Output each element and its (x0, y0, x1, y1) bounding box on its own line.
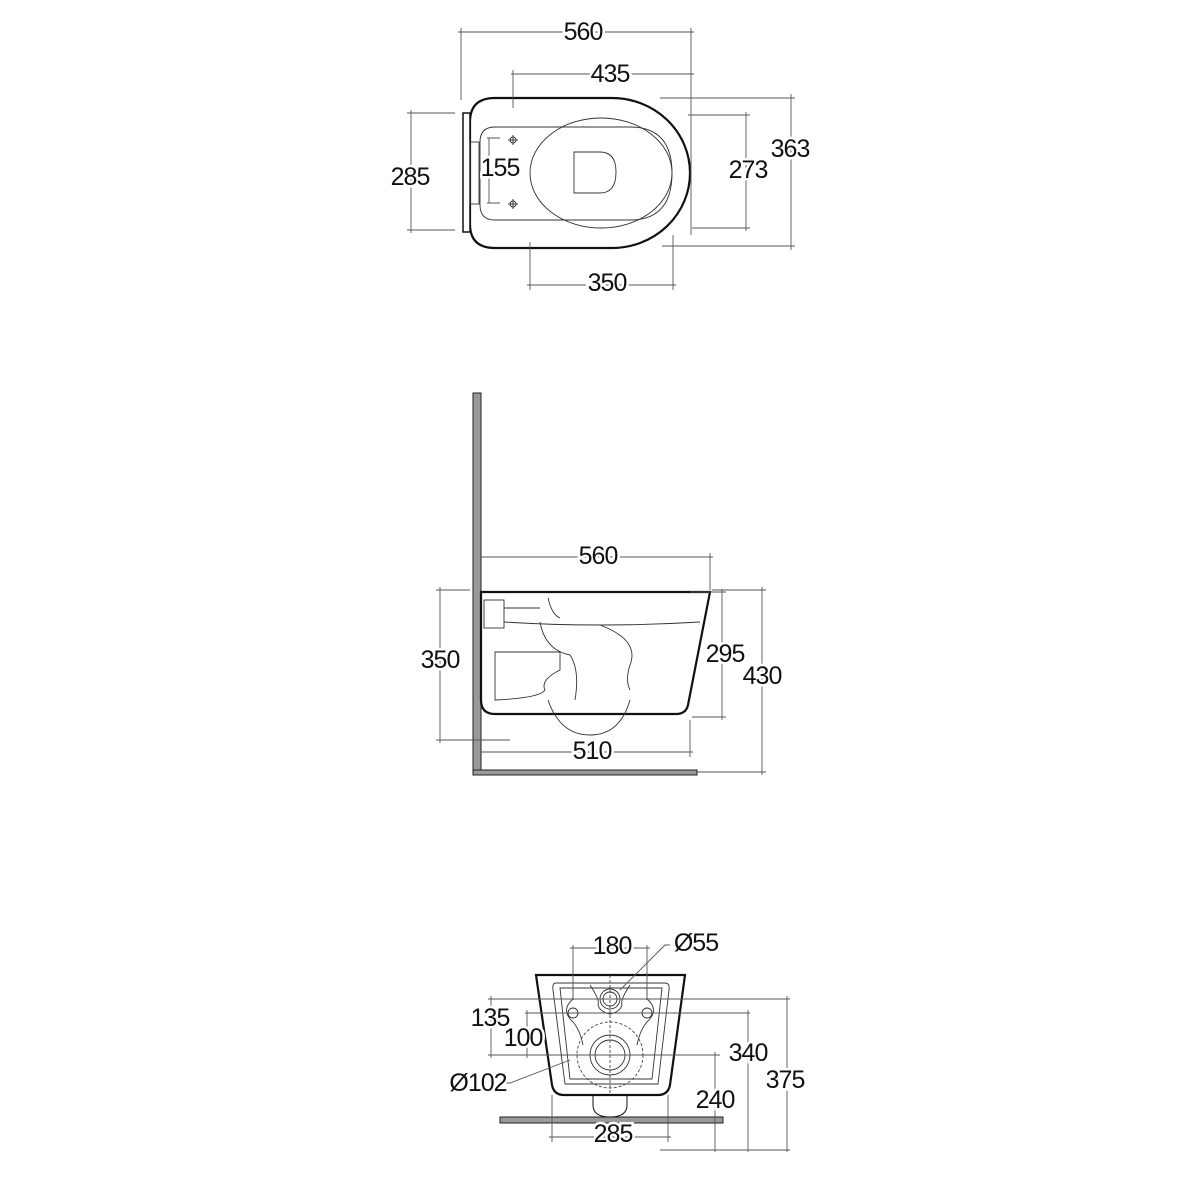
floor (472, 769, 698, 776)
fixing-hole-icon (508, 199, 518, 209)
dim-label: 285 (391, 163, 430, 191)
top-view: 560 435 285 155 273 363 350 (388, 16, 813, 300)
outlet-d-shape (573, 151, 617, 194)
dim-label: 240 (696, 1086, 735, 1114)
seat-oval (529, 117, 673, 229)
side-view: 560 350 295 430 510 (418, 392, 785, 776)
dim-label: 155 (481, 154, 520, 182)
hinge-plate (469, 141, 480, 205)
dimension-lines (436, 553, 766, 775)
dim-label: Ø102 (449, 1069, 506, 1097)
dim-label: 560 (564, 18, 603, 46)
hinge-bar (462, 112, 471, 233)
dim-label: 510 (573, 737, 612, 765)
dim-label: 430 (743, 662, 782, 690)
dim-label: 375 (766, 1066, 805, 1094)
dim-label: 135 (471, 1004, 510, 1032)
wall (472, 392, 482, 776)
trap (592, 1095, 628, 1118)
dim-label: 295 (706, 640, 745, 668)
dim-label: 285 (594, 1120, 633, 1148)
inlet-surround (589, 984, 631, 1015)
dim-label: 350 (588, 269, 627, 297)
dim-label: 180 (593, 932, 632, 960)
dim-label: 100 (504, 1024, 543, 1052)
dim-label: 363 (771, 135, 810, 163)
dim-label: 560 (579, 542, 618, 570)
front-view: 180 Ø55 135 100 Ø102 340 375 240 285 (447, 927, 808, 1152)
dim-label: 350 (421, 646, 460, 674)
fixing-bracket (566, 988, 654, 1046)
side-outline (479, 590, 712, 716)
fixing-hole-icon (508, 135, 518, 145)
inlet-connector (483, 599, 505, 629)
dim-label: 273 (729, 156, 768, 184)
dim-label: 435 (591, 60, 630, 88)
dimension-lines (407, 28, 795, 290)
dim-label: 340 (729, 1039, 768, 1067)
dimension-lines (488, 944, 790, 1152)
back-plate-outline (552, 982, 670, 1085)
seat-inner-outline (479, 126, 673, 221)
side-inner-lines (494, 597, 701, 736)
dim-label: Ø55 (674, 929, 718, 957)
